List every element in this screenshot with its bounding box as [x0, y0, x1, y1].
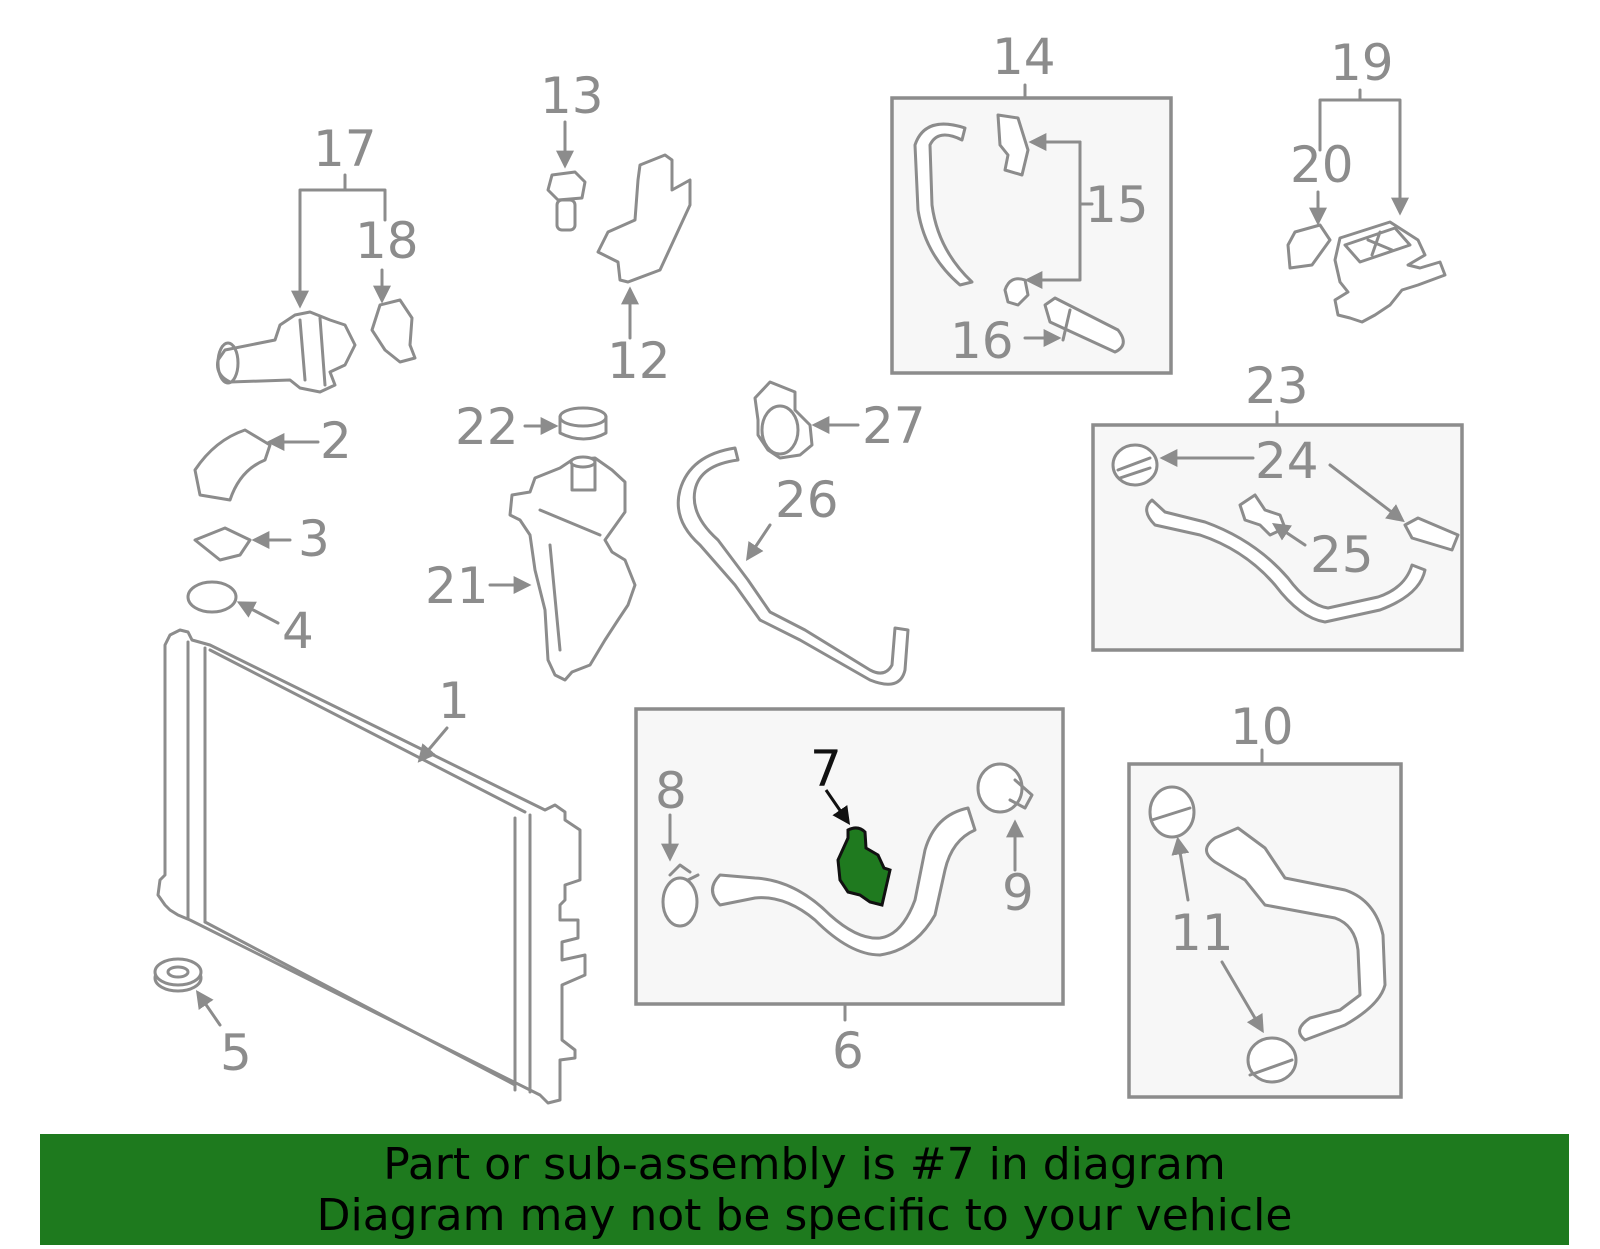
- label-part-21: 21: [425, 557, 489, 615]
- label-part-6: 6: [832, 1022, 864, 1080]
- notice-line-1: Part or sub-assembly is #7 in diagram: [383, 1138, 1226, 1190]
- bracket-part-12[interactable]: [596, 153, 692, 284]
- hose-part-10[interactable]: [1205, 826, 1387, 1042]
- label-part-11: 11: [1170, 904, 1234, 962]
- notice-line-2: Diagram may not be specific to your vehi…: [316, 1189, 1293, 1241]
- label-part-9: 9: [1002, 864, 1034, 922]
- label-part-22: 22: [455, 398, 519, 456]
- label-part-19: 19: [1330, 34, 1394, 92]
- label-part-8: 8: [655, 762, 687, 820]
- thermostat-housing-part-17[interactable]: [216, 310, 357, 394]
- bolt-part-13[interactable]: [546, 170, 587, 232]
- hose-part-2[interactable]: [193, 428, 272, 502]
- clamp-part-27[interactable]: [753, 380, 814, 460]
- label-part-25: 25: [1310, 526, 1374, 584]
- radiator-part-1[interactable]: [156, 628, 587, 1105]
- clamp-part-11-upper[interactable]: [1148, 785, 1196, 839]
- gasket-part-18[interactable]: [370, 298, 417, 364]
- label-part-7: 7: [810, 740, 842, 798]
- hose-part-26[interactable]: [676, 446, 910, 686]
- o-ring-part-4[interactable]: [186, 580, 238, 614]
- reservoir-cap-part-22[interactable]: [558, 406, 608, 441]
- clip-part-24-right[interactable]: [1403, 516, 1460, 552]
- label-part-1: 1: [438, 672, 470, 730]
- hose-clip-part-15-lower[interactable]: [1003, 277, 1030, 307]
- label-part-14: 14: [992, 28, 1056, 86]
- label-part-15: 15: [1085, 176, 1149, 234]
- label-part-3: 3: [298, 510, 330, 568]
- label-part-26: 26: [775, 471, 839, 529]
- notice-banner: Part or sub-assembly is #7 in diagram Di…: [40, 1134, 1569, 1245]
- label-part-5: 5: [220, 1024, 252, 1082]
- hose-part-6[interactable]: [711, 806, 977, 957]
- hose-connector-part-7[interactable]: [836, 826, 892, 907]
- label-part-2: 2: [320, 412, 352, 470]
- label-part-17: 17: [313, 120, 377, 178]
- hose-clip-part-15-upper[interactable]: [996, 113, 1030, 177]
- label-part-18: 18: [355, 212, 419, 270]
- label-part-20: 20: [1290, 136, 1354, 194]
- label-part-4: 4: [282, 602, 314, 660]
- washer-part-5[interactable]: [153, 957, 203, 993]
- label-part-13: 13: [540, 67, 604, 125]
- label-part-27: 27: [862, 397, 926, 455]
- gasket-part-3[interactable]: [193, 526, 252, 562]
- label-part-23: 23: [1245, 357, 1309, 415]
- clamp-part-24-left[interactable]: [1111, 443, 1159, 487]
- label-part-12: 12: [607, 332, 671, 390]
- hose-part-14[interactable]: [913, 122, 974, 287]
- gasket-part-20[interactable]: [1286, 223, 1332, 270]
- label-part-10: 10: [1230, 698, 1294, 756]
- clamp-part-11-lower[interactable]: [1246, 1036, 1298, 1084]
- valve-assembly-part-19[interactable]: [1333, 220, 1447, 324]
- label-part-16: 16: [950, 312, 1014, 370]
- clamp-part-8[interactable]: [661, 863, 700, 928]
- connector-part-16[interactable]: [1043, 296, 1125, 354]
- label-part-24: 24: [1255, 432, 1319, 490]
- clamp-part-9[interactable]: [976, 762, 1034, 814]
- hose-part-23[interactable]: [1145, 498, 1427, 624]
- coolant-reservoir-part-21[interactable]: [508, 455, 637, 682]
- leader-lines: [195, 83, 1409, 1034]
